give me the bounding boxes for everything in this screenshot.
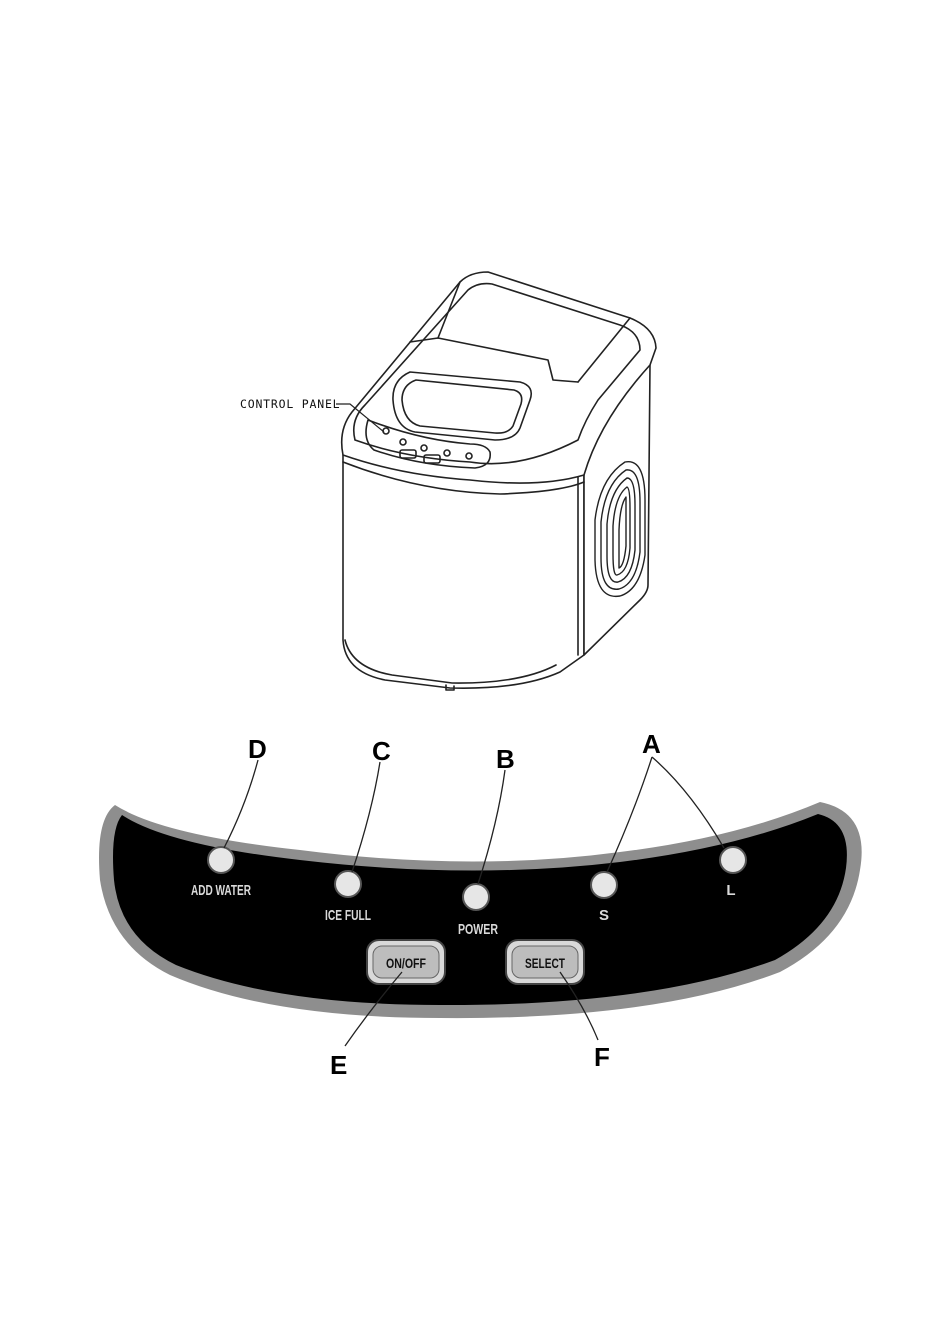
control-panel-enlarged: ADD WATER ICE FULL POWER S L ON/OFF SELE… bbox=[99, 802, 862, 1018]
power-led bbox=[463, 884, 489, 910]
add-water-label: ADD WATER bbox=[191, 882, 251, 899]
on-off-button[interactable]: ON/OFF bbox=[367, 940, 445, 984]
select-button-label[interactable]: SELECT bbox=[525, 955, 565, 971]
select-button[interactable]: SELECT bbox=[506, 940, 584, 984]
callout-b: B bbox=[496, 744, 515, 774]
callout-a-leader-l bbox=[652, 757, 724, 848]
large-label: L bbox=[726, 882, 735, 899]
callout-e: E bbox=[330, 1050, 347, 1080]
callout-d: D bbox=[248, 734, 267, 764]
callout-c-leader bbox=[352, 762, 380, 872]
large-led bbox=[720, 847, 746, 873]
callout-d-leader bbox=[224, 760, 258, 848]
callout-a: A bbox=[642, 729, 661, 759]
power-label: POWER bbox=[458, 921, 498, 938]
ice-full-led bbox=[335, 871, 361, 897]
ice-full-label: ICE FULL bbox=[325, 907, 371, 924]
on-off-button-label[interactable]: ON/OFF bbox=[386, 955, 426, 971]
callout-c: C bbox=[372, 736, 391, 766]
small-label: S bbox=[599, 907, 609, 924]
callout-f: F bbox=[594, 1042, 610, 1072]
control-panel-label: CONTROL PANEL bbox=[240, 397, 340, 411]
ice-maker-illustration bbox=[342, 272, 656, 690]
small-led bbox=[591, 872, 617, 898]
add-water-led bbox=[208, 847, 234, 873]
